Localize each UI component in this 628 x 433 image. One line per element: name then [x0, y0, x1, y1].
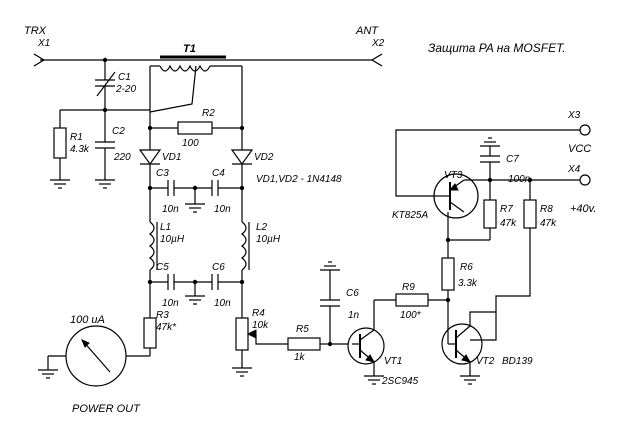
r2-label: R2 — [202, 108, 215, 119]
vd2-label: VD2 — [254, 152, 274, 163]
r8-label: R8 — [540, 204, 553, 215]
vt1-label: VT1 — [384, 356, 402, 367]
x4-label: X4 — [567, 164, 581, 175]
x3-label: X3 — [567, 110, 581, 121]
c3-label: C3 — [156, 168, 169, 179]
resistor-r8 — [523, 199, 537, 229]
ant-label: ANT — [355, 25, 379, 37]
resistor-r1 — [53, 127, 67, 159]
resistor-r2 — [177, 121, 213, 135]
r8-value: 47k — [540, 218, 557, 229]
c3-c4-row — [147, 180, 245, 213]
microammeter — [38, 325, 127, 387]
l2-value: 10µH — [256, 234, 281, 245]
inductor-l2 — [237, 221, 250, 272]
r6-value: 3.3k — [458, 278, 478, 289]
l1-label: L1 — [160, 222, 171, 233]
l2-label: L2 — [256, 222, 268, 233]
c3-value: 10n — [162, 204, 179, 215]
resistor-r7 — [483, 199, 497, 229]
r1-label: R1 — [70, 132, 83, 143]
c7-label: C7 — [506, 154, 519, 165]
vcc-label: VCC — [568, 143, 591, 155]
resistor-r3 — [143, 317, 157, 349]
c5-label: C5 — [156, 262, 169, 273]
diagram-title: Защита PA на MOSFET. — [428, 41, 566, 55]
x2-label: X2 — [371, 38, 385, 49]
meter-caption: POWER OUT — [72, 403, 141, 415]
c4-value: 10n — [214, 204, 231, 215]
transistor-vt1 — [347, 300, 385, 385]
capacitor-c2 — [95, 141, 115, 189]
c5-value: 10n — [162, 298, 179, 309]
capacitor-c7 — [480, 137, 500, 180]
l1-value: 10µH — [160, 234, 185, 245]
resistor-r6 — [441, 257, 455, 291]
resistor-r9 — [395, 293, 429, 307]
r5-label: R5 — [296, 324, 309, 335]
r5-value: 1k — [294, 352, 306, 363]
vcc-rail — [395, 124, 591, 197]
r9-value: 100* — [400, 310, 422, 321]
c2-value: 220 — [113, 152, 131, 163]
vt2-type: BD139 — [502, 356, 533, 367]
c1-r1-c2-node — [59, 107, 150, 142]
c1-label: C1 — [118, 72, 131, 83]
c6a-label: C6 — [212, 262, 225, 273]
trimmer-capacitor-c1 — [95, 60, 116, 110]
vt3-type: KT825A — [392, 210, 428, 221]
trx-label: TRX — [24, 25, 47, 37]
t1-label: T1 — [183, 43, 196, 55]
c1-value: 2-20 — [115, 84, 136, 95]
vd1-label: VD1 — [162, 152, 181, 163]
c7-value: 100n — [508, 174, 531, 185]
transistor-vt3 — [433, 173, 491, 241]
r1-value: 4.3k — [70, 144, 90, 155]
r3-value: 47k* — [156, 322, 177, 333]
x1-label: X1 — [37, 38, 50, 49]
potentiometer-r4 — [235, 317, 249, 351]
r6-label: R6 — [460, 262, 473, 273]
supply-40v-rail — [487, 174, 591, 186]
vt1-type: 2SC945 — [381, 376, 419, 387]
c6a-value: 10n — [214, 298, 231, 309]
diode-note: VD1,VD2 - 1N4148 — [256, 174, 342, 185]
r2-value: 100 — [182, 138, 199, 149]
c2-label: C2 — [112, 126, 125, 137]
c4-label: C4 — [212, 168, 225, 179]
r3-label: R3 — [156, 310, 169, 321]
transistor-vt2 — [441, 300, 497, 385]
c6b-value: 1n — [348, 310, 360, 321]
resistor-r5 — [287, 337, 321, 351]
c6b-label: C6 — [346, 288, 359, 299]
r7-label: R7 — [500, 204, 513, 215]
c5-c6-row — [147, 270, 245, 318]
r4-label: R4 — [252, 308, 265, 319]
ground-symbol — [50, 179, 70, 189]
capacitor-c6b — [320, 261, 340, 344]
r4-value: 10k — [252, 320, 269, 331]
vt2-label: VT2 — [476, 356, 495, 367]
r9-label: R9 — [402, 282, 415, 293]
meter-scale: 100 uA — [70, 314, 105, 326]
plus40v-label: +40v. — [570, 203, 596, 215]
transformer-t1 — [149, 55, 243, 128]
r7-value: 47k — [500, 218, 517, 229]
inductor-l1 — [145, 221, 158, 272]
vt3-label: VT3 — [444, 170, 463, 181]
